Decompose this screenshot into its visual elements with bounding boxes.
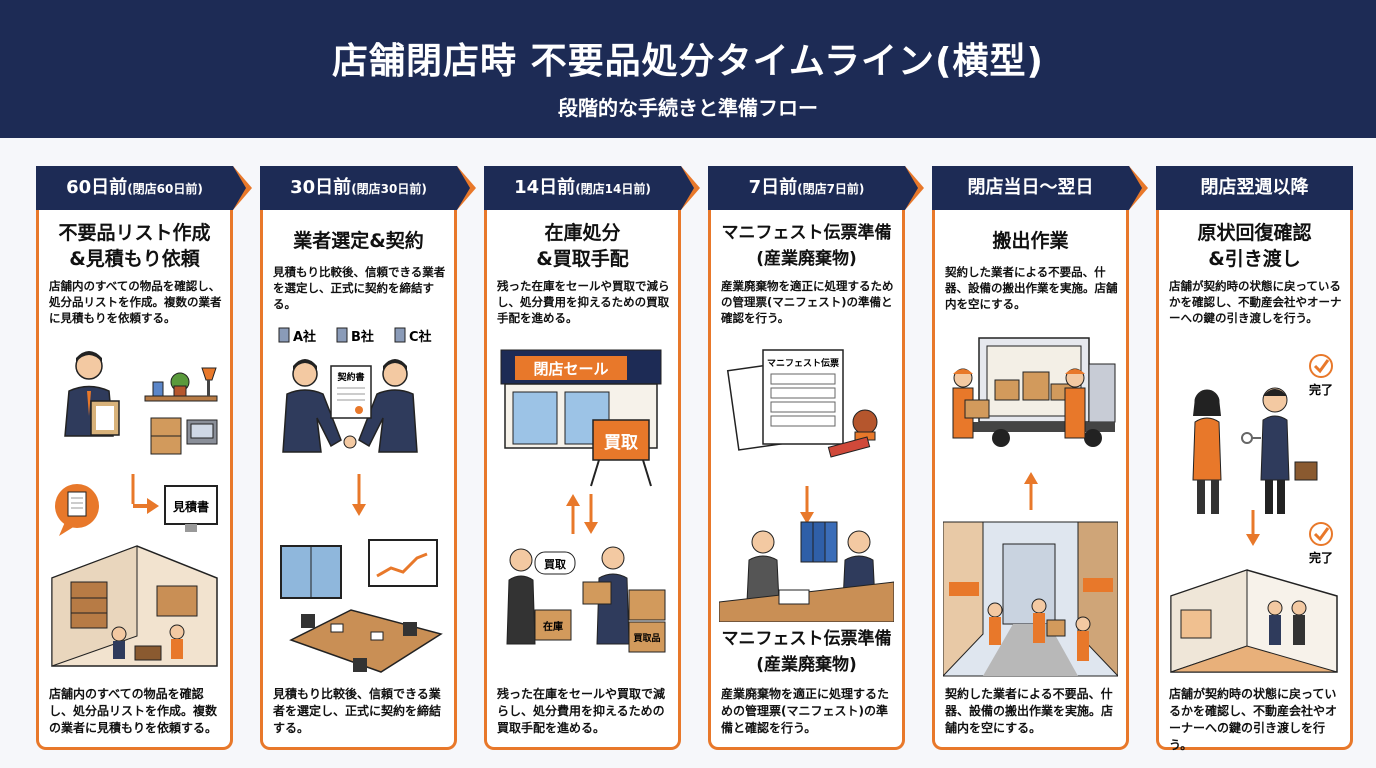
step-14-days: 14日前(閉店14日前) 在庫処分&買取手配 残った在庫をセールや買取で減らし、… — [484, 166, 700, 750]
step-card: 搬出作業 契約した業者による不要品、什器、設備の搬出作業を実施。店舗内を空にする… — [932, 210, 1129, 750]
step-closing-day: 閉店当日〜翌日 搬出作業 契約した業者による不要品、什器、設備の搬出作業を実施。… — [932, 166, 1148, 750]
contract-illustration: A社 B社 C社 契約書 — [278, 327, 443, 673]
step-when: 30日前 — [290, 177, 352, 198]
step-title: 在庫処分&買取手配 — [536, 222, 629, 270]
step-bottom-description: 店舗内のすべての物品を確認し、処分品リストを作成。複数の業者に見積もりを依頼する… — [49, 687, 218, 735]
step-description: 契約した業者による不要品、什器、設備の搬出作業を実施。店舗内を空にする。 — [945, 265, 1118, 311]
step-title: 原状回復確認&引き渡し — [1197, 222, 1312, 270]
step-title: 業者選定&契約 — [293, 230, 424, 252]
step-description: 見積もり比較後、信頼できる業者を選定し、正式に契約を締結する。 — [273, 265, 446, 311]
step-banner: 閉店当日〜翌日 — [932, 166, 1157, 210]
company-b-label: B社 — [351, 329, 374, 345]
step-when-note: (閉店7日前) — [797, 182, 865, 196]
step-after-closing: 閉店翌週以降 原状回復確認&引き渡し 店舗が契約時の状態に戻っているかを確認し、… — [1156, 166, 1353, 752]
step-description: 産業廃棄物を適正に処理するための管理票(マニフェスト)の準備と確認を行う。 — [721, 279, 894, 325]
page-title: 店舗閉店時 不要品処分タイムライン(横型) — [332, 41, 1044, 82]
step-banner: 7日前(閉店7日前) — [708, 166, 933, 210]
step-description: 店舗内のすべての物品を確認し、処分品リストを作成。複数の業者に見積もりを依頼する… — [49, 279, 222, 325]
step-banner: 14日前(閉店14日前) — [484, 166, 709, 210]
step-description: 店舗が契約時の状態に戻っているかを確認し、不動産会社やオーナーへの鍵の引き渡しを… — [1169, 279, 1342, 325]
step-bottom-description: 契約した業者による不要品、什器、設備の搬出作業を実施。店舗内を空にする。 — [945, 687, 1114, 735]
step-banner: 60日前(閉店60日前) — [36, 166, 261, 210]
estimate-label: 見積書 — [172, 499, 209, 514]
step-description: 残った在庫をセールや買取で減らし、処分費用を抑えるための買取手配を進める。 — [497, 279, 670, 325]
inventory-illustration: 見積書 — [51, 351, 218, 667]
step-title: 搬出作業 — [992, 230, 1069, 252]
step-when-note: (閉店30日前) — [351, 182, 427, 196]
buyback-box-label: 買取品 — [633, 633, 660, 644]
company-c-label: C社 — [409, 329, 432, 345]
step-banner: 閉店翌週以降 — [1156, 166, 1376, 210]
handover-illustration: 完了 完了 — [1170, 354, 1338, 673]
step-mid-title: マニフェスト伝票準備(産業廃棄物) — [721, 629, 892, 675]
step-when: 60日前 — [66, 177, 128, 198]
step-60-days: 60日前(閉店60日前) 不要品リスト作成&見積もり依頼 店舗内のすべての物品を… — [36, 166, 252, 750]
contract-label: 契約書 — [336, 371, 364, 383]
stock-box-label: 在庫 — [543, 620, 563, 633]
step-when: 閉店当日〜翌日 — [967, 177, 1094, 198]
step-when: 7日前 — [748, 177, 798, 198]
step-card: マニフェスト伝票準備(産業廃棄物) 産業廃棄物を適正に処理するための管理票(マニ… — [708, 210, 905, 750]
step-when-note: (閉店14日前) — [575, 182, 651, 196]
step-title: 不要品リスト作成&見積もり依頼 — [58, 222, 211, 270]
company-a-label: A社 — [293, 329, 316, 345]
done-label-1: 完了 — [1309, 382, 1333, 397]
step-when: 14日前 — [514, 177, 576, 198]
sale-buyback-illustration: 閉店セール 買取 買取 在庫 — [500, 349, 666, 653]
buyback-sign: 買取 — [604, 433, 638, 453]
manifest-illustration: マニフェスト伝票 — [719, 349, 894, 622]
page-subtitle: 段階的な手続きと準備フロー — [558, 96, 818, 120]
closing-sale-sign: 閉店セール — [533, 360, 608, 378]
step-bottom-description: 見積もり比較後、信頼できる業者を選定し、正式に契約を締結する。 — [273, 687, 442, 735]
buyback-bubble: 買取 — [544, 558, 566, 571]
step-card: 不要品リスト作成&見積もり依頼 店舗内のすべての物品を確認し、処分品リストを作成… — [36, 210, 233, 750]
step-bottom-description: 店舗が契約時の状態に戻っているかを確認し、不動産会社やオーナーへの鍵の引き渡しを… — [1169, 687, 1338, 752]
step-card: 原状回復確認&引き渡し 店舗が契約時の状態に戻っているかを確認し、不動産会社やオ… — [1156, 210, 1353, 752]
step-when-note: (閉店60日前) — [127, 182, 203, 196]
step-banner: 30日前(閉店30日前) — [260, 166, 485, 210]
moving-illustration — [943, 337, 1118, 677]
step-bottom-description: 産業廃棄物を適正に処理するための管理票(マニフェスト)の準備と確認を行う。 — [721, 687, 890, 735]
step-title: マニフェスト伝票準備(産業廃棄物) — [721, 223, 892, 269]
step-30-days: 30日前(閉店30日前) 業者選定&契約 見積もり比較後、信頼できる業者を選定し… — [260, 166, 476, 750]
step-card: 業者選定&契約 見積もり比較後、信頼できる業者を選定し、正式に契約を締結する。 … — [260, 210, 457, 750]
step-7-days: 7日前(閉店7日前) マニフェスト伝票準備(産業廃棄物) 産業廃棄物を適正に処理… — [708, 166, 924, 750]
step-card: 在庫処分&買取手配 残った在庫をセールや買取で減らし、処分費用を抑えるための買取… — [484, 210, 681, 750]
done-label-2: 完了 — [1309, 550, 1333, 565]
header-banner: 店舗閉店時 不要品処分タイムライン(横型) 段階的な手続きと準備フロー — [0, 0, 1376, 138]
manifest-doc-label: マニフェスト伝票 — [767, 357, 839, 369]
step-bottom-description: 残った在庫をセールや買取で減らし、処分費用を抑えるための買取手配を進める。 — [497, 687, 666, 735]
step-when: 閉店翌週以降 — [1200, 177, 1309, 198]
